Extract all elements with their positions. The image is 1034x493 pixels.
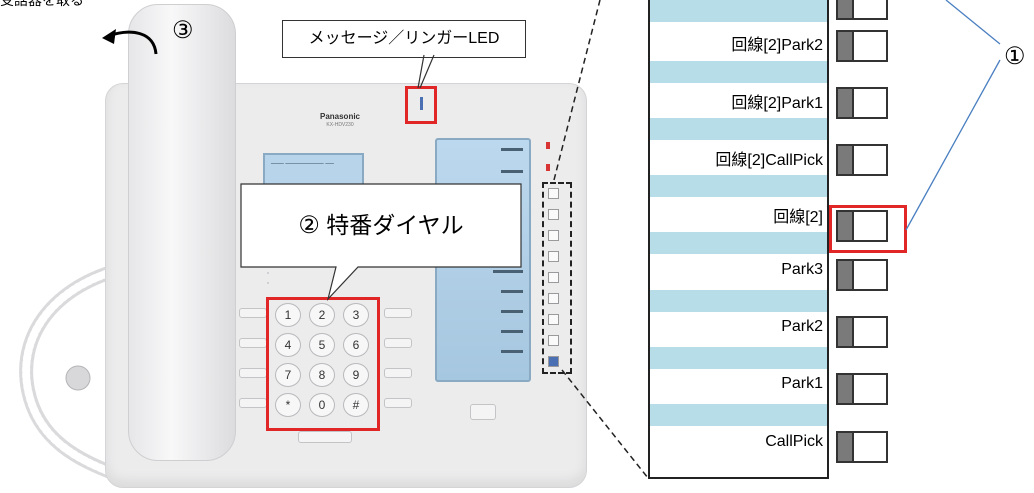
handset[interactable] [128, 4, 236, 461]
line-key-labels-panel: 回線[2]Park2 回線[2]Park1 回線[2]CallPick 回線[2… [648, 0, 829, 479]
function-key[interactable] [239, 368, 267, 378]
line-keys-selection [542, 182, 572, 374]
key-3[interactable]: 3 [343, 303, 369, 327]
line-key-label: 回線[2]Park1 [731, 95, 823, 112]
key-2[interactable]: 2 [309, 303, 335, 327]
volume-key[interactable] [298, 431, 352, 443]
line-key[interactable] [548, 314, 559, 325]
key-star[interactable]: * [275, 393, 301, 417]
special-dial-label: 特番ダイヤル [326, 212, 464, 238]
key-1[interactable]: 1 [275, 303, 301, 327]
function-key[interactable] [384, 308, 412, 318]
line-key-button[interactable] [836, 30, 888, 62]
right-function-keys [378, 296, 418, 416]
line-key[interactable] [548, 209, 559, 220]
led-highlight-box [405, 86, 437, 124]
step-3-number: ③ [172, 17, 194, 44]
key-4[interactable]: 4 [275, 333, 301, 357]
key-7[interactable]: 7 [275, 363, 301, 387]
line-key[interactable] [548, 230, 559, 241]
line-key-label: 回線[2]CallPick [715, 152, 823, 169]
line-key-label: Park1 [781, 375, 823, 392]
line-key[interactable] [548, 251, 559, 262]
key-0[interactable]: 0 [309, 393, 335, 417]
model-number: KX-HDV230 [326, 122, 354, 128]
dial-keypad: 1 2 3 4 5 6 7 8 9 * 0 # [269, 297, 377, 425]
message-ringer-led-label: メッセージ／リンガーLED [282, 20, 526, 58]
brand-logo: Panasonic [319, 112, 360, 121]
function-key[interactable] [239, 398, 267, 408]
special-dial-callout: ② 特番ダイヤル [241, 206, 521, 240]
lift-handset-arrow [102, 29, 158, 55]
handset-cord [19, 263, 125, 482]
line-key[interactable] [548, 335, 559, 346]
line-key-button[interactable] [836, 0, 888, 20]
step-1-connector [905, 0, 1001, 231]
key-8[interactable]: 8 [309, 363, 335, 387]
line-key[interactable] [548, 272, 559, 283]
special-dial-callout-bubble [240, 183, 522, 302]
function-key[interactable] [384, 338, 412, 348]
line-key-button[interactable] [836, 316, 888, 348]
step-1-number: ① [1004, 43, 1026, 70]
line-key-button[interactable] [836, 431, 888, 463]
line-key-button[interactable] [836, 87, 888, 119]
line-key-label: 回線[2]Park2 [731, 37, 823, 54]
handset-top-text: 受話器を取る [0, 0, 84, 8]
line-key-column [548, 188, 562, 368]
key-6[interactable]: 6 [343, 333, 369, 357]
function-key[interactable] [239, 308, 267, 318]
line-key-label: Park2 [781, 318, 823, 335]
line-key-label: Park3 [781, 261, 823, 278]
function-key[interactable] [384, 398, 412, 408]
key-hash[interactable]: # [343, 393, 369, 417]
line-key[interactable] [548, 293, 559, 304]
key-5[interactable]: 5 [309, 333, 335, 357]
line-key-label: CallPick [765, 433, 823, 450]
function-key[interactable] [239, 338, 267, 348]
function-key[interactable] [384, 368, 412, 378]
navigator-key[interactable] [470, 404, 496, 420]
message-ringer-led [420, 97, 423, 110]
line-key[interactable] [548, 356, 559, 367]
line-key-button[interactable] [836, 259, 888, 291]
line-key-button[interactable] [836, 144, 888, 176]
step-2-number: ② [298, 212, 320, 239]
keypad-highlight-box [266, 297, 380, 431]
zoom-projection-lines [553, 0, 649, 479]
line-key-button[interactable] [836, 373, 888, 405]
led-callout-pointer [417, 54, 435, 89]
line-key-label: 回線[2] [773, 209, 823, 226]
selected-line-key-highlight [829, 205, 907, 253]
line-key[interactable] [548, 188, 559, 199]
line-key-button[interactable] [836, 210, 888, 242]
key-9[interactable]: 9 [343, 363, 369, 387]
